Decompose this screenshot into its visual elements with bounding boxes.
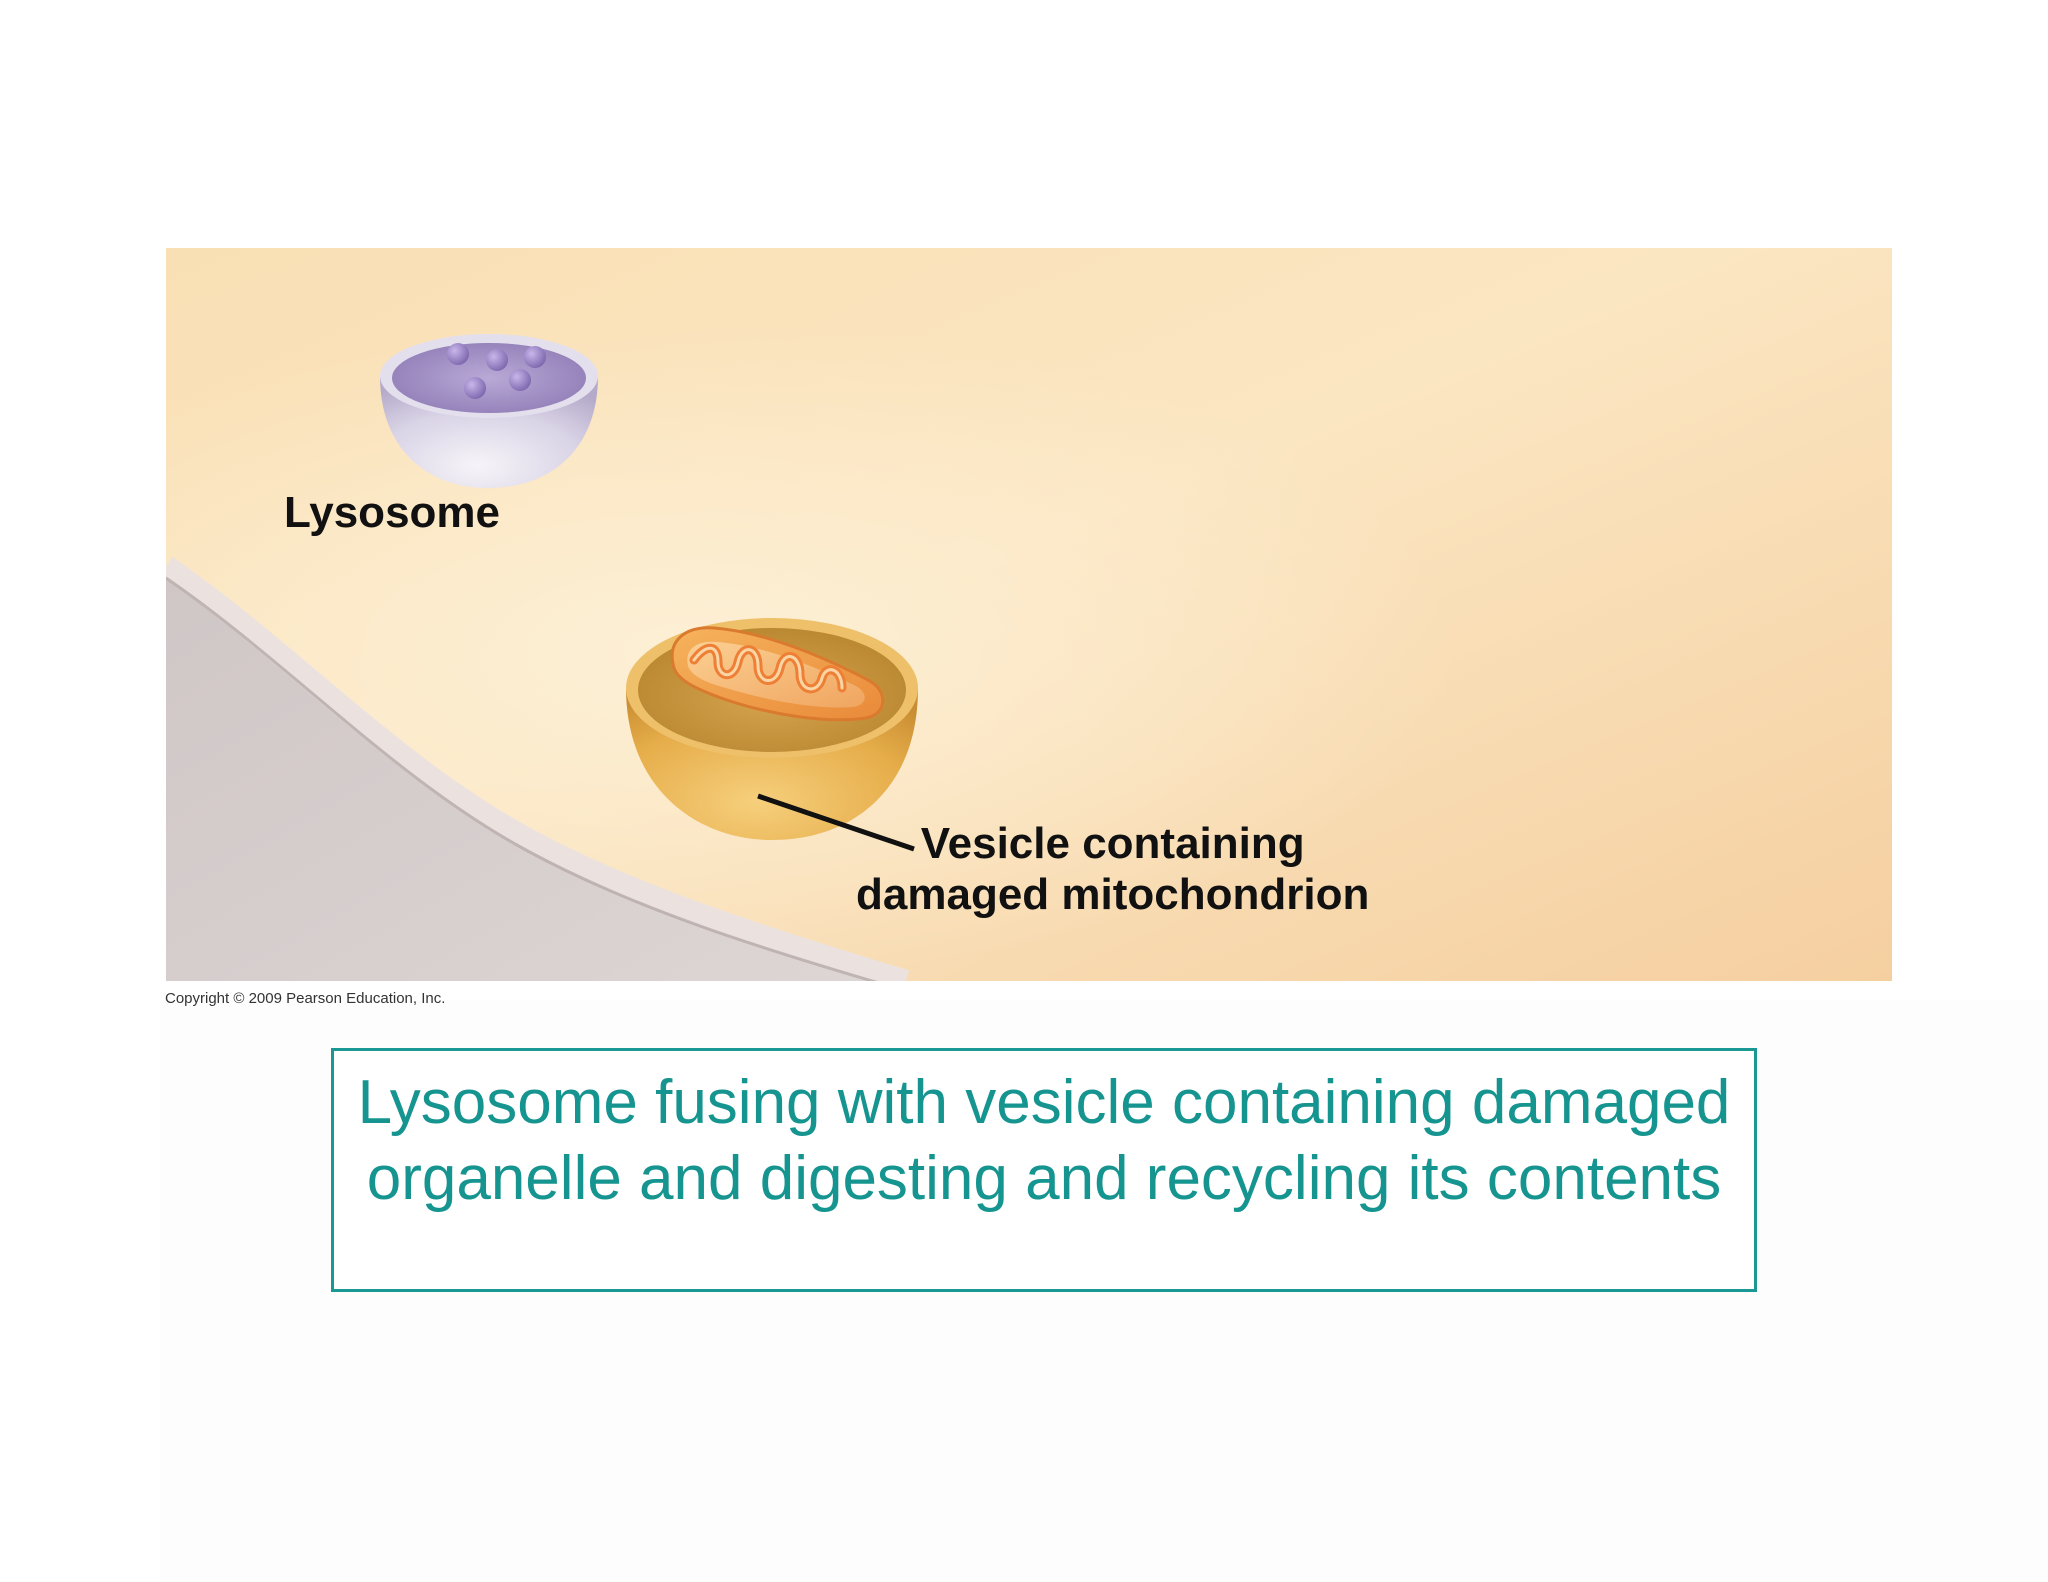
cell-illustration-svg	[166, 248, 1892, 981]
vesicle-label-line1: Vesicle containing	[920, 819, 1305, 868]
cell-illustration: Lysosome Vesicle containing damaged mito…	[166, 248, 1892, 981]
extracellular-region	[166, 566, 906, 981]
vesicle-label-line2: damaged mitochondrion	[856, 870, 1370, 919]
copyright-notice: Copyright © 2009 Pearson Education, Inc.	[165, 990, 446, 1007]
caption-text: Lysosome fusing with vesicle containing …	[334, 1065, 1754, 1217]
caption-line1: Lysosome fusing with vesicle containing …	[357, 1068, 1731, 1137]
vesicle-leader-line	[757, 793, 915, 852]
lysosome-label: Lysosome	[284, 488, 501, 537]
vesicle-label: Vesicle containing damaged mitochondrion	[856, 818, 1369, 920]
caption-line2: organelle and digesting and recycling it…	[366, 1144, 1722, 1213]
lysosome-icon	[380, 334, 598, 488]
mitochondrion-icon	[670, 626, 885, 722]
plasma-membrane	[166, 556, 910, 981]
caption-box: Lysosome fusing with vesicle containing …	[331, 1048, 1757, 1292]
